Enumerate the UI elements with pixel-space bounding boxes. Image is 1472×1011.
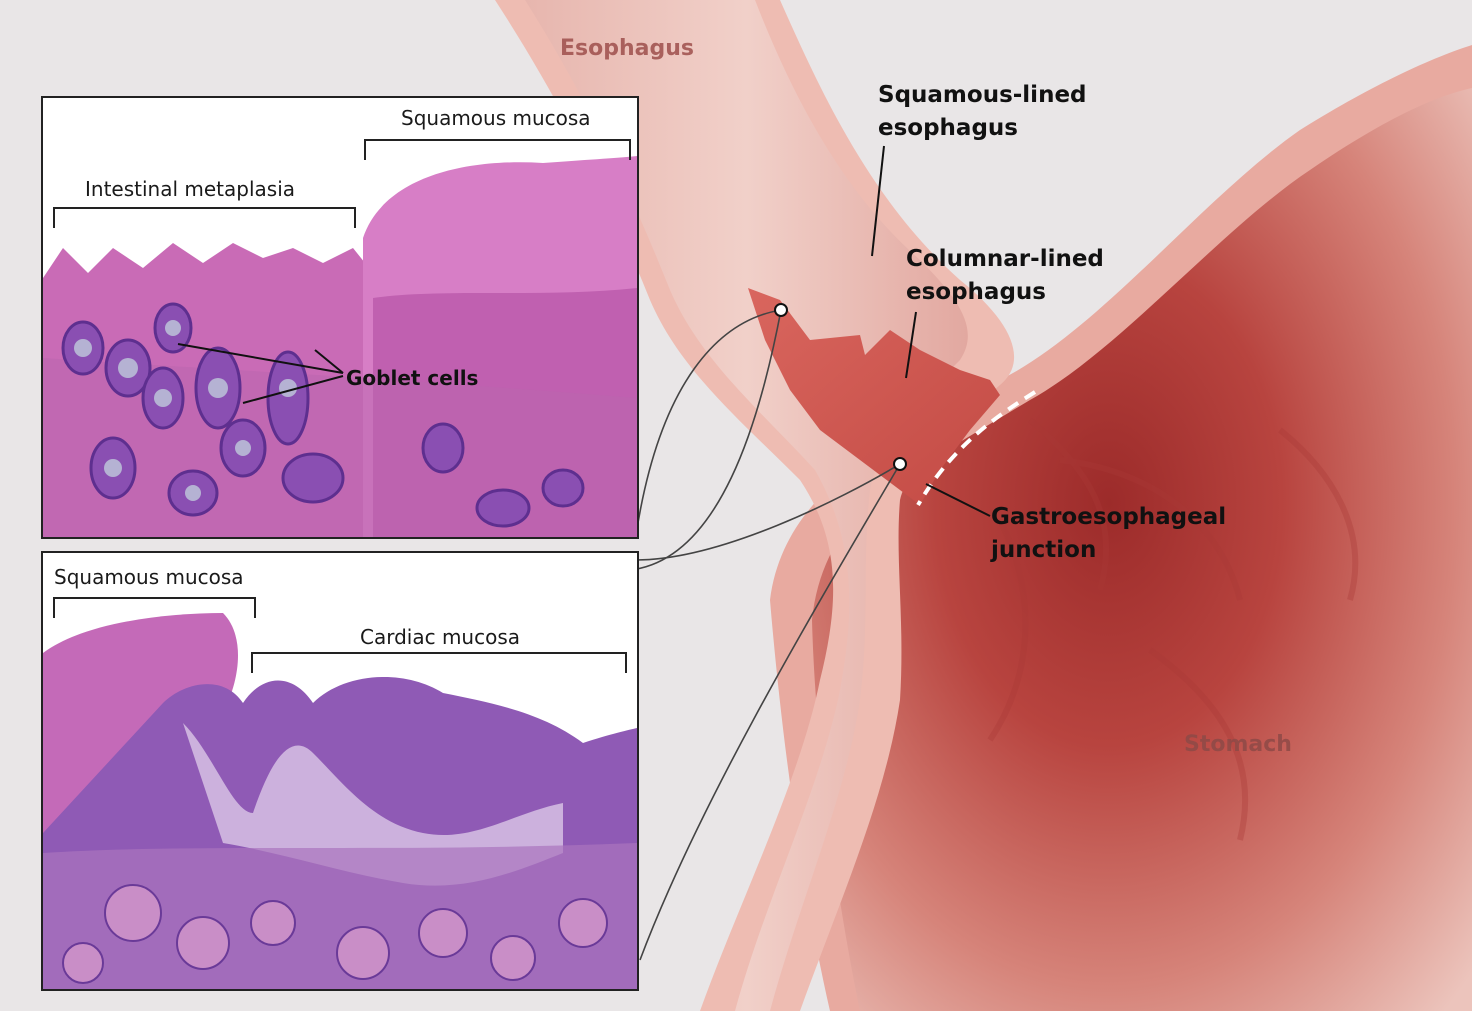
label-squamous-mucosa-top: Squamous mucosa xyxy=(401,106,591,130)
micrograph-bottom: Squamous mucosa Cardiac mucosa xyxy=(41,551,639,991)
label-gastroesophageal-junction: Gastroesophageal junction xyxy=(991,501,1226,567)
marker-ge-junction-site xyxy=(894,458,906,470)
label-stomach: Stomach xyxy=(1184,732,1292,757)
marker-columnar-site xyxy=(775,304,787,316)
micrograph-top: Squamous mucosa Intestinal metaplasia Go… xyxy=(41,96,639,539)
label-esophagus: Esophagus xyxy=(560,36,694,61)
label-intestinal-metaplasia: Intestinal metaplasia xyxy=(85,177,295,201)
label-columnar-lined-esophagus: Columnar-lined esophagus xyxy=(906,243,1104,309)
label-cardiac-mucosa: Cardiac mucosa xyxy=(360,625,520,649)
label-squamous-lined-esophagus: Squamous-lined esophagus xyxy=(878,79,1087,145)
label-goblet-cells: Goblet cells xyxy=(346,366,478,390)
label-squamous-mucosa-bottom: Squamous mucosa xyxy=(54,565,244,589)
